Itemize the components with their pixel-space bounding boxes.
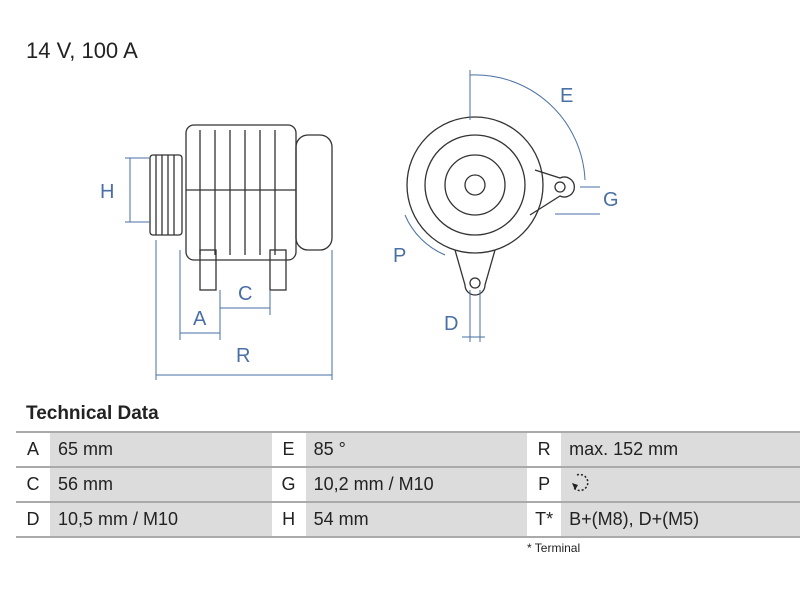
technical-data-heading: Technical Data xyxy=(26,403,159,424)
spec-key: D xyxy=(16,501,50,538)
dim-label-c: C xyxy=(238,283,252,305)
footnote: * Terminal xyxy=(527,541,581,555)
cooling-fins xyxy=(186,130,296,255)
dim-label-g: G xyxy=(603,189,619,211)
spec-key: T* xyxy=(527,501,562,538)
spec-value: 65 mm xyxy=(50,431,272,468)
spec-value: 54 mm xyxy=(305,501,528,538)
alternator-drawing: H A C R E G P D xyxy=(100,70,619,380)
spec-key: G xyxy=(271,466,306,503)
spec-key: R xyxy=(527,431,562,468)
rotation-direction-icon xyxy=(572,473,589,492)
dim-label-p: P xyxy=(393,245,406,267)
dim-label-r: R xyxy=(236,345,250,367)
spec-value: 10,5 mm / M10 xyxy=(50,501,272,538)
table-row: D 10,5 mm / M10 H 54 mm T* B+(M8), D+(M5… xyxy=(16,501,800,538)
dim-label-e: E xyxy=(560,85,573,107)
table-row: A 65 mm E 85 ° R max. 152 mm xyxy=(16,431,800,468)
spec-key: A xyxy=(16,431,50,468)
spec-value: B+(M8), D+(M5) xyxy=(561,501,800,538)
table-row: C 56 mm G 10,2 mm / M10 P xyxy=(16,466,800,503)
product-title: 14 V, 100 A xyxy=(26,38,138,63)
dimension-lines xyxy=(125,70,600,380)
spec-value: 56 mm xyxy=(50,466,272,503)
dim-label-a: A xyxy=(193,308,207,330)
technical-data-table: A 65 mm E 85 ° R max. 152 mm C 56 mm G 1… xyxy=(16,431,800,538)
spec-key: P xyxy=(527,466,562,503)
pulley-grooves xyxy=(155,155,175,235)
side-view xyxy=(149,124,333,291)
spec-key: C xyxy=(16,466,50,503)
spec-key: H xyxy=(271,501,306,538)
spec-value: max. 152 mm xyxy=(561,431,800,468)
spec-value: 10,2 mm / M10 xyxy=(305,466,528,503)
spec-key: E xyxy=(271,431,306,468)
spec-value: 85 ° xyxy=(305,431,528,468)
spec-value-rotation xyxy=(561,466,800,503)
front-view xyxy=(406,116,576,296)
dim-label-d: D xyxy=(444,313,458,335)
dim-label-h: H xyxy=(100,181,114,203)
